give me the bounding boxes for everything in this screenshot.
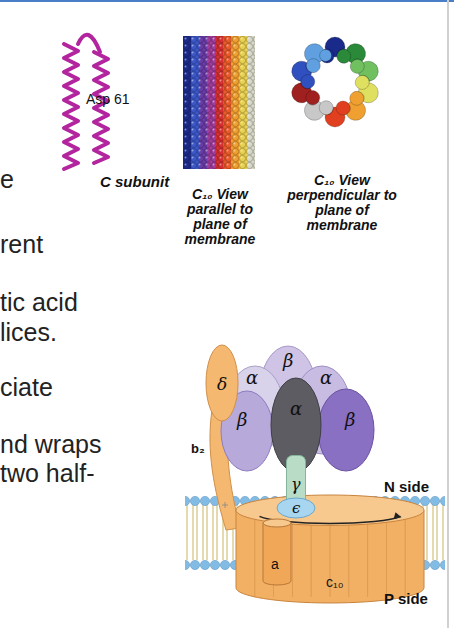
slide-text: two half- bbox=[0, 458, 94, 488]
subunit-label: α bbox=[290, 400, 302, 418]
residue-label: Asp 61 bbox=[86, 91, 130, 108]
subunit-label: δ bbox=[217, 376, 227, 393]
subunit-label: ϵ bbox=[292, 501, 300, 516]
slide-text: nd wraps bbox=[0, 429, 101, 459]
subunit-label: a bbox=[271, 557, 279, 571]
caption: C₁₀ View perpendicular to plane of membr… bbox=[282, 173, 402, 233]
beta-subunit-shape bbox=[317, 388, 375, 472]
beta-subunit: β bbox=[317, 388, 375, 472]
subunit-label: β bbox=[283, 352, 293, 370]
slide-text: ciate bbox=[0, 372, 53, 402]
delta-subunit: δ bbox=[205, 344, 239, 422]
slide-text: rent bbox=[0, 229, 43, 259]
a-subunit: a bbox=[262, 518, 292, 586]
caption: C subunit bbox=[100, 173, 169, 191]
a-subunit-shape bbox=[262, 518, 292, 586]
side-label: P side bbox=[384, 590, 428, 608]
caption: C₁₀ View parallel to plane of membrane bbox=[172, 187, 268, 247]
c10-side-view bbox=[183, 36, 255, 169]
stalk-mark bbox=[225, 502, 226, 508]
subunit-label: β bbox=[237, 411, 247, 429]
slide-text: tic acid bbox=[0, 287, 78, 317]
subunit-label: c₁₀ bbox=[326, 575, 344, 589]
c10-top-view bbox=[288, 37, 383, 127]
slide-text: e bbox=[0, 164, 14, 194]
top-rule bbox=[0, 0, 454, 2]
subunit-label: β bbox=[345, 411, 355, 429]
slide-text: lices. bbox=[0, 317, 57, 347]
side-label: N side bbox=[384, 478, 429, 496]
subunit-label: α bbox=[246, 369, 258, 387]
side-rule bbox=[447, 0, 449, 628]
subunit-label: b₂ bbox=[191, 441, 205, 457]
subunit-label: γ bbox=[291, 477, 301, 493]
epsilon-subunit: ϵ bbox=[276, 497, 316, 519]
subunit-label: α bbox=[320, 369, 332, 387]
